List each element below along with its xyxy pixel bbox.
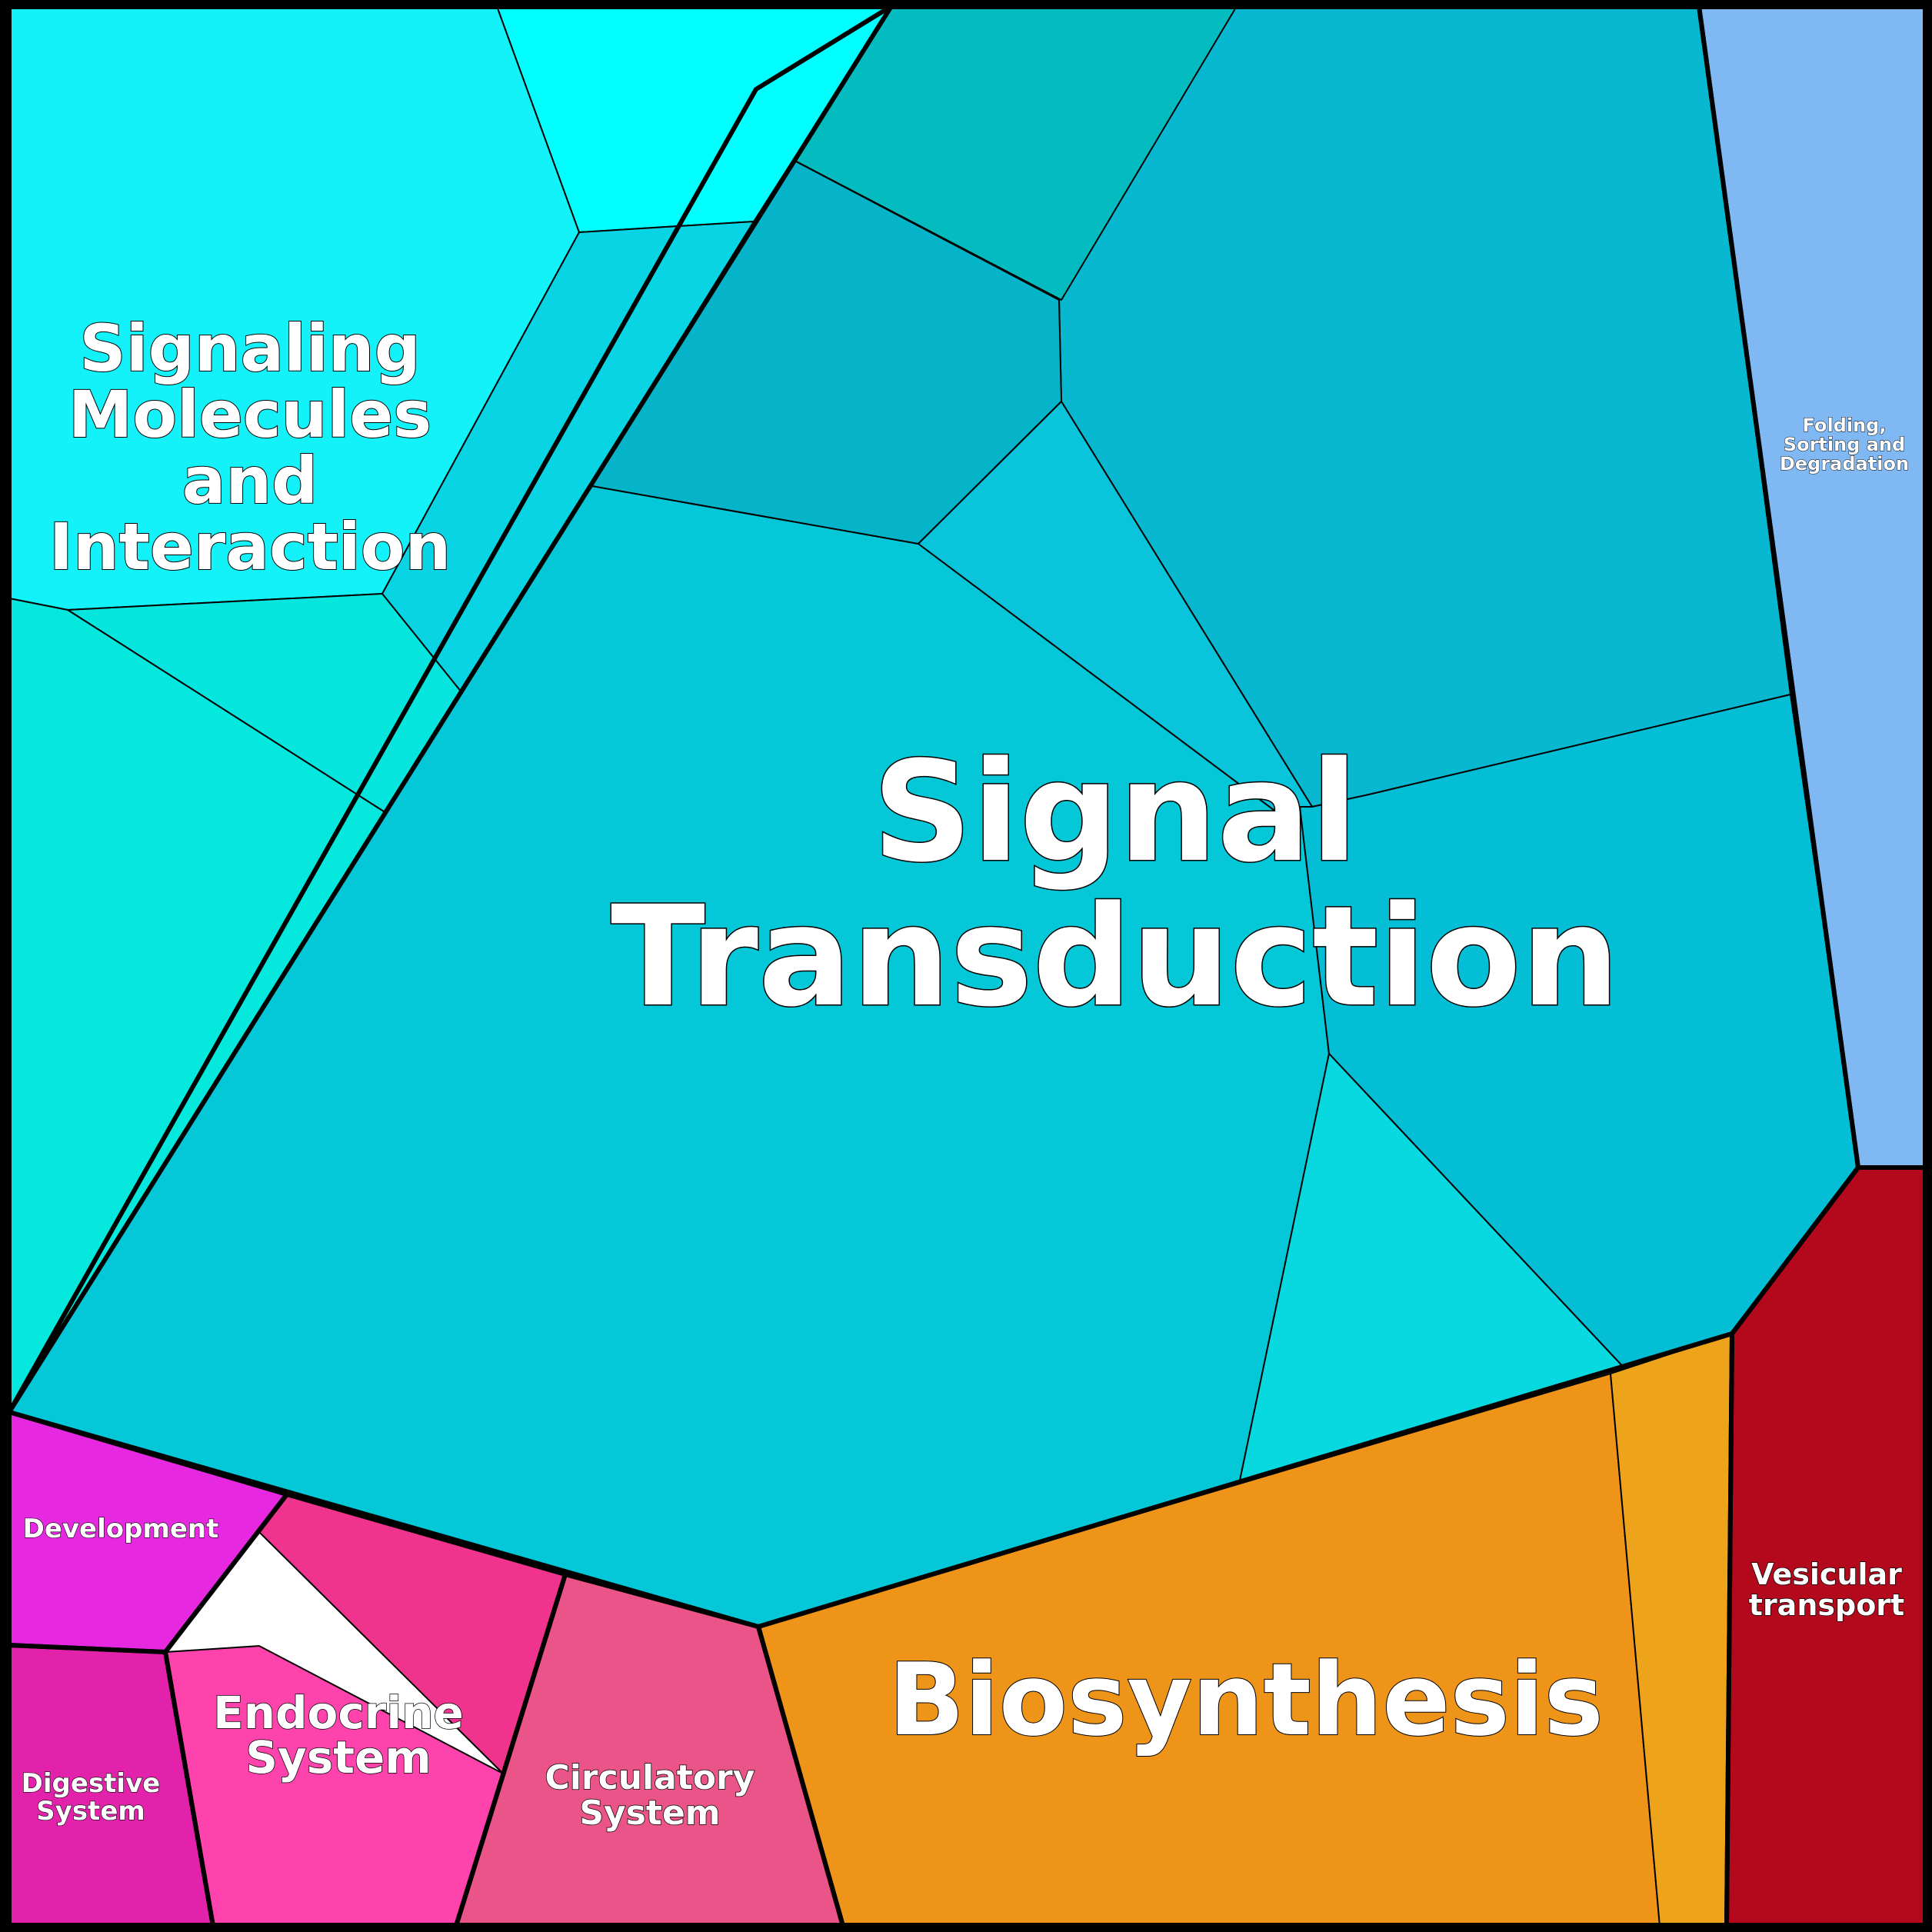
signaling-molecules-and-interaction-label-line: Signaling	[79, 311, 420, 386]
signal-transduction-label-line: Transduction	[611, 877, 1620, 1038]
signaling-molecules-and-interaction-label-line: and	[182, 443, 318, 518]
biosynthesis-label-line: Biosynthesis	[888, 1641, 1604, 1758]
cells-layer	[8, 0, 1927, 1927]
development-label: Development	[23, 1514, 219, 1544]
endocrine-system-label-line: System	[245, 1731, 431, 1784]
vesicular-transport-label-line: Vesicular	[1751, 1557, 1902, 1591]
digestive-system-label-line: Digestive	[22, 1768, 161, 1799]
folding-sorting-and-degradation-label-line: Sorting and	[1784, 434, 1905, 455]
folding-sorting-and-degradation-label-line: Degradation	[1780, 453, 1909, 475]
circulatory-system-label-line: Circulatory	[545, 1758, 755, 1797]
circulatory-system-label-line: System	[579, 1794, 720, 1833]
endocrine-system-label-line: Endocrine	[213, 1687, 464, 1739]
signal-transduction-label-line: Signal	[872, 732, 1358, 893]
signaling-molecules-and-interaction-label-line: Interaction	[49, 509, 451, 585]
signaling-molecules-and-interaction-label-line: Molecules	[68, 377, 431, 452]
vesicular-transport-label-line: transport	[1749, 1588, 1904, 1622]
biosynthesis-label: Biosynthesis	[888, 1641, 1604, 1758]
digestive-system-label-line: System	[36, 1796, 145, 1827]
development-label-line: Development	[23, 1514, 219, 1544]
folding-sorting-and-degradation-label-line: Folding,	[1803, 415, 1887, 436]
